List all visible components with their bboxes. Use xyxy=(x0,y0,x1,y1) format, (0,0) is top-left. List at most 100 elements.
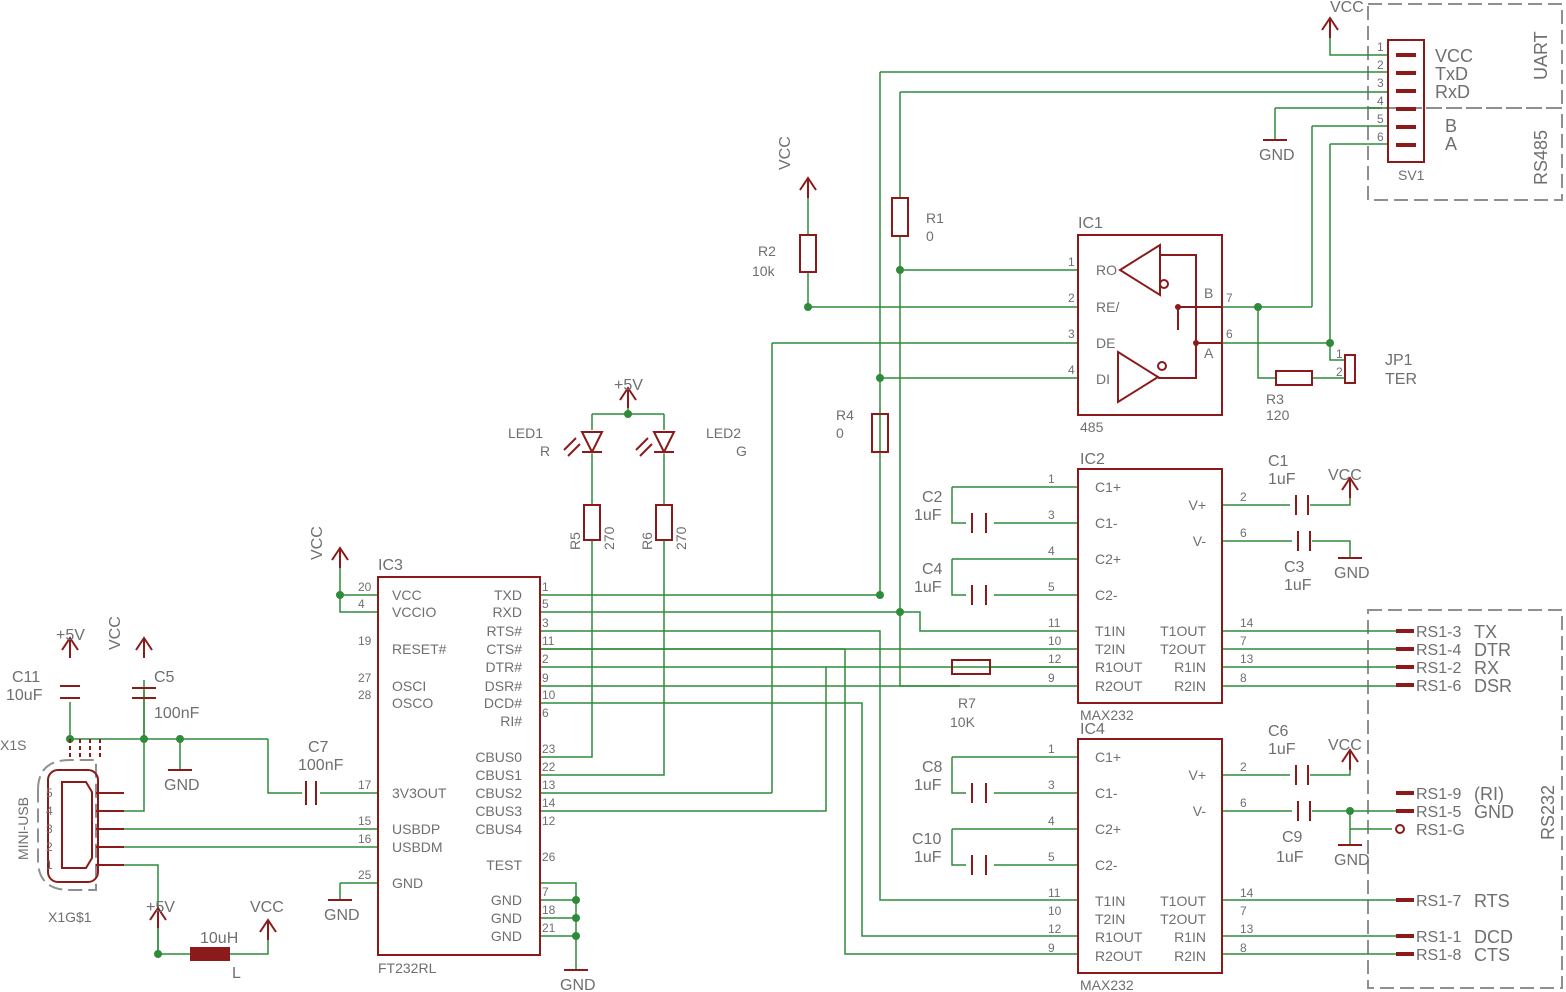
led2-diode-icon xyxy=(652,431,676,455)
ic3-pin-ri: RI# xyxy=(500,713,522,729)
ic3-pin-cbus1: CBUS1 xyxy=(475,767,522,783)
c7-ref: C7 xyxy=(308,739,329,756)
rs232-contact xyxy=(1396,629,1414,633)
ic4-pin-r1out: R1OUT xyxy=(1095,929,1143,945)
ic2-pinnum-7: 7 xyxy=(1240,634,1247,648)
ic3-pinnum-23: 23 xyxy=(542,742,556,756)
sv1-contact xyxy=(1396,89,1416,93)
ic1-part: 485 xyxy=(1080,419,1104,435)
rs232-signal-rx: RX xyxy=(1474,658,1499,678)
led2-ref: LED2 xyxy=(706,425,741,441)
rs232-pin-rs1-9: RS1-9 xyxy=(1416,786,1461,803)
r1-value: 0 xyxy=(926,228,934,244)
led2-value: G xyxy=(736,443,747,459)
p5v-l-label: +5V xyxy=(146,899,175,916)
rs232-frame-label: RS232 xyxy=(1538,785,1558,840)
ic3-pinnum-27: 27 xyxy=(358,671,372,685)
ic3-pinnum-11: 11 xyxy=(542,634,555,648)
sv1-signal-rxd: RxD xyxy=(1435,82,1470,102)
ic3-pinnum-10: 10 xyxy=(542,688,556,702)
c11-ref: C11 xyxy=(12,669,40,686)
rs232-pin-rs1-5: RS1-5 xyxy=(1416,804,1461,821)
ic2-pinnum-8: 8 xyxy=(1240,671,1247,685)
ic4-pin-c2: C2- xyxy=(1095,857,1118,873)
ic1-pinnum-2: 2 xyxy=(1068,291,1075,305)
gnd-ic3-right-label: GND xyxy=(560,977,596,992)
ic4-pin-r2in: R2IN xyxy=(1174,948,1206,964)
ic3-pin-cbus3: CBUS3 xyxy=(475,803,522,819)
ic4-pinnum-3: 3 xyxy=(1048,778,1055,792)
ic1-pin-re: RE/ xyxy=(1096,299,1119,315)
ic3-pin-gnd: GND xyxy=(491,928,522,944)
leds: LED1 R LED2 G xyxy=(508,425,747,459)
sv1-pin-6: 6 xyxy=(1377,130,1384,144)
ic2-pin-v: V+ xyxy=(1188,497,1206,513)
rs232-contact xyxy=(1396,934,1414,938)
ic4-pin-c1: C1+ xyxy=(1095,749,1121,765)
ic4-pin-t2in: T2IN xyxy=(1095,911,1125,927)
supply-arrow-icon xyxy=(1341,476,1359,498)
ic2-pinnum-11: 11 xyxy=(1048,616,1061,630)
ic2-pinnum-6: 6 xyxy=(1240,526,1247,540)
ic2-pinnum-4: 4 xyxy=(1048,544,1055,558)
gnd-c9-label: GND xyxy=(1334,852,1370,869)
c9-ref: C9 xyxy=(1282,829,1303,846)
ic2-pinnum-5: 5 xyxy=(1048,580,1055,594)
ic2-ref: IC2 xyxy=(1080,451,1105,468)
r2-body xyxy=(799,234,817,273)
usb-pin-5: 5 xyxy=(46,786,53,800)
jp1-pin-2: 2 xyxy=(1336,365,1343,379)
c6-value: 1uF xyxy=(1268,741,1296,758)
c3-value: 1uF xyxy=(1284,577,1312,594)
ic3-pin-reset: RESET# xyxy=(392,641,447,657)
ic3-pin-vccio: VCCIO xyxy=(392,604,436,620)
ic4-pin-r1in: R1IN xyxy=(1174,929,1206,945)
inductor-l: 10uH L xyxy=(190,930,241,982)
supply-arrow-icon xyxy=(149,906,167,928)
rs232-pin-rs1-7: RS1-7 xyxy=(1416,893,1461,910)
ic3-pinnum-9: 9 xyxy=(542,671,549,685)
p5v-led-label: +5V xyxy=(614,377,643,394)
sv1-contact xyxy=(1396,71,1416,75)
ic3-pin-usbdm: USBDM xyxy=(392,839,443,855)
enable-bubble-icon xyxy=(1157,361,1167,371)
ic3-pinnum-12: 12 xyxy=(542,814,556,828)
ic3-pinnum-4: 4 xyxy=(358,597,365,611)
r7-value: 10K xyxy=(950,714,976,730)
rs232-signal-dcd: DCD xyxy=(1474,927,1513,947)
receiver-buffer-icon xyxy=(1118,243,1161,297)
ic2-pin-t1out: T1OUT xyxy=(1160,623,1206,639)
sv1-pin-1: 1 xyxy=(1377,40,1384,54)
inverter-bubble-icon xyxy=(1159,279,1169,289)
ic3-part: FT232RL xyxy=(378,960,437,976)
ic4-part: MAX232 xyxy=(1080,977,1134,992)
ic2-part: MAX232 xyxy=(1080,707,1134,723)
c3-ref: C3 xyxy=(1284,559,1305,576)
ic2-pinnum-2: 2 xyxy=(1240,490,1247,504)
r7-ref: R7 xyxy=(958,695,976,711)
supply-arrow-icon xyxy=(1321,16,1339,38)
vcc-ic3-label: VCC xyxy=(309,526,326,560)
ic4-pinnum-14: 14 xyxy=(1240,886,1254,900)
jp1-ref: JP1 xyxy=(1385,352,1413,369)
l-value: 10uH xyxy=(200,930,238,947)
r5-body xyxy=(583,504,601,541)
rs232-contact xyxy=(1396,683,1414,687)
c2-value: 1uF xyxy=(914,507,942,524)
c2-ref: C2 xyxy=(922,489,943,506)
rs232-pin-rs1-g: RS1-G xyxy=(1416,822,1465,839)
sv1-signal-vcc: VCC xyxy=(1435,46,1473,66)
jp1-value: TER xyxy=(1385,371,1417,388)
rs232-contact xyxy=(1396,809,1414,813)
c7-value: 100nF xyxy=(298,757,344,774)
ic3-pin-cts: CTS# xyxy=(486,641,522,657)
rs232-pin-rs1-4: RS1-4 xyxy=(1416,642,1461,659)
ic4-pin-t1out: T1OUT xyxy=(1160,893,1206,909)
usb-pin-2: 2 xyxy=(46,840,53,854)
ic4-pinnum-4: 4 xyxy=(1048,814,1055,828)
sv1-contact xyxy=(1396,125,1416,129)
usb-pin-1: 1 xyxy=(46,858,53,872)
ic1-transceiver: IC1 485 RO RE/ DE DI B A 1 2 3 4 7 6 xyxy=(1068,215,1233,435)
